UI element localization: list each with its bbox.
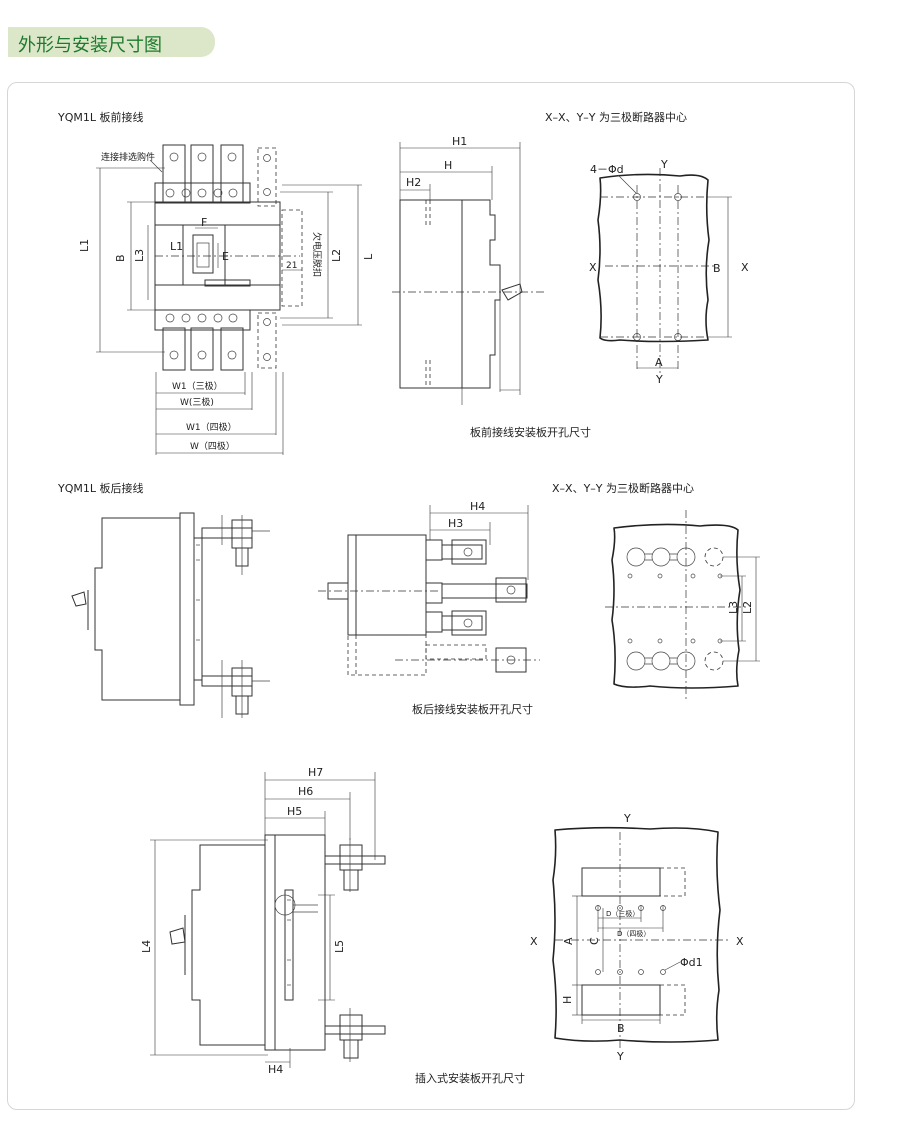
label-L1: L1 [78,239,91,252]
front-panel-caption: 板前接线安装板开孔尺寸 [470,425,591,439]
label-X-left-plugin: X [530,935,538,948]
label-plugin-H: H [561,996,574,1004]
label-busbar-option: 连接排选购件 [101,151,155,163]
label-D-3pole: D（三极） [606,909,639,918]
label-plugin-H4: H4 [268,1063,283,1076]
label-W-3pole: W(三极) [180,396,214,408]
label-L3: L3 [133,249,146,262]
label-Y-top-plugin: Y [623,812,631,825]
front-side-view [392,142,545,405]
label-H7: H7 [308,766,323,779]
label-X-right: X [741,261,749,274]
front-view-dimensions [96,159,362,455]
rear-panel-caption: 板后接线安装板开孔尺寸 [412,702,533,716]
rear-wiring-title: YQM1L 板后接线 [57,481,144,495]
section-header-tab: 外形与安装尺寸图 [8,27,215,57]
plugin-side-view [150,772,386,1068]
label-W-4pole: W（四极） [190,440,235,452]
label-L2: L2 [330,249,343,262]
label-rear-H4: H4 [470,500,485,513]
label-E: E [222,250,229,263]
label-L4: L4 [140,940,153,953]
label-L1-inner: L1 [170,240,183,253]
section-title: 外形与安装尺寸图 [18,35,162,56]
front-panel-cutout [597,168,732,375]
label-rear-L2: L2 [741,601,754,614]
label-Y-bottom-plugin: Y [616,1050,624,1063]
rear-side-view [71,512,270,718]
label-X-right-plugin: X [736,935,744,948]
label-H6: H6 [298,785,313,798]
rear-cutaway-view [318,505,540,676]
front-wiring-title: YQM1L 板前接线 [57,110,144,124]
label-Y-top: Y [660,158,668,171]
label-Y-bottom: Y [655,373,663,386]
label-H5: H5 [287,805,302,818]
label-H1: H1 [452,135,467,148]
label-rear-L3: L3 [727,601,740,614]
label-undervoltage: 欠电压脱扣 [311,232,323,277]
label-plugin-A: A [562,937,575,945]
front-view-breaker [154,144,303,371]
plugin-panel-caption: 插入式安装板开孔尺寸 [415,1071,525,1085]
label-W1-4pole: W1（四极） [186,421,237,433]
label-B-side: B [713,262,721,275]
label-X-left: X [589,261,597,274]
label-L: L [362,253,375,260]
label-F: F [201,216,207,229]
label-L5: L5 [333,940,346,953]
label-21: 21 [286,261,297,271]
rear-xy-note: X–X、Y–Y 为三极断路器中心 [552,481,694,495]
label-plugin-B: B [617,1022,625,1035]
label-hole-4phid: 4－Φd [590,163,624,176]
drawing-panel [7,82,855,1110]
front-xy-note: X–X、Y–Y 为三极断路器中心 [545,110,687,124]
label-A: A [655,356,663,369]
label-H: H [444,159,452,172]
label-plugin-C: C [588,937,601,945]
label-B: B [114,254,127,262]
label-phi-d1: Φd1 [680,956,703,969]
plugin-panel-cutout [552,826,730,1048]
label-W1-3pole: W1（三极） [172,380,223,392]
label-H2: H2 [406,176,421,189]
label-D-4pole: D（四极） [617,929,650,938]
rear-panel-cutout [605,510,760,700]
label-rear-H3: H3 [448,517,463,530]
